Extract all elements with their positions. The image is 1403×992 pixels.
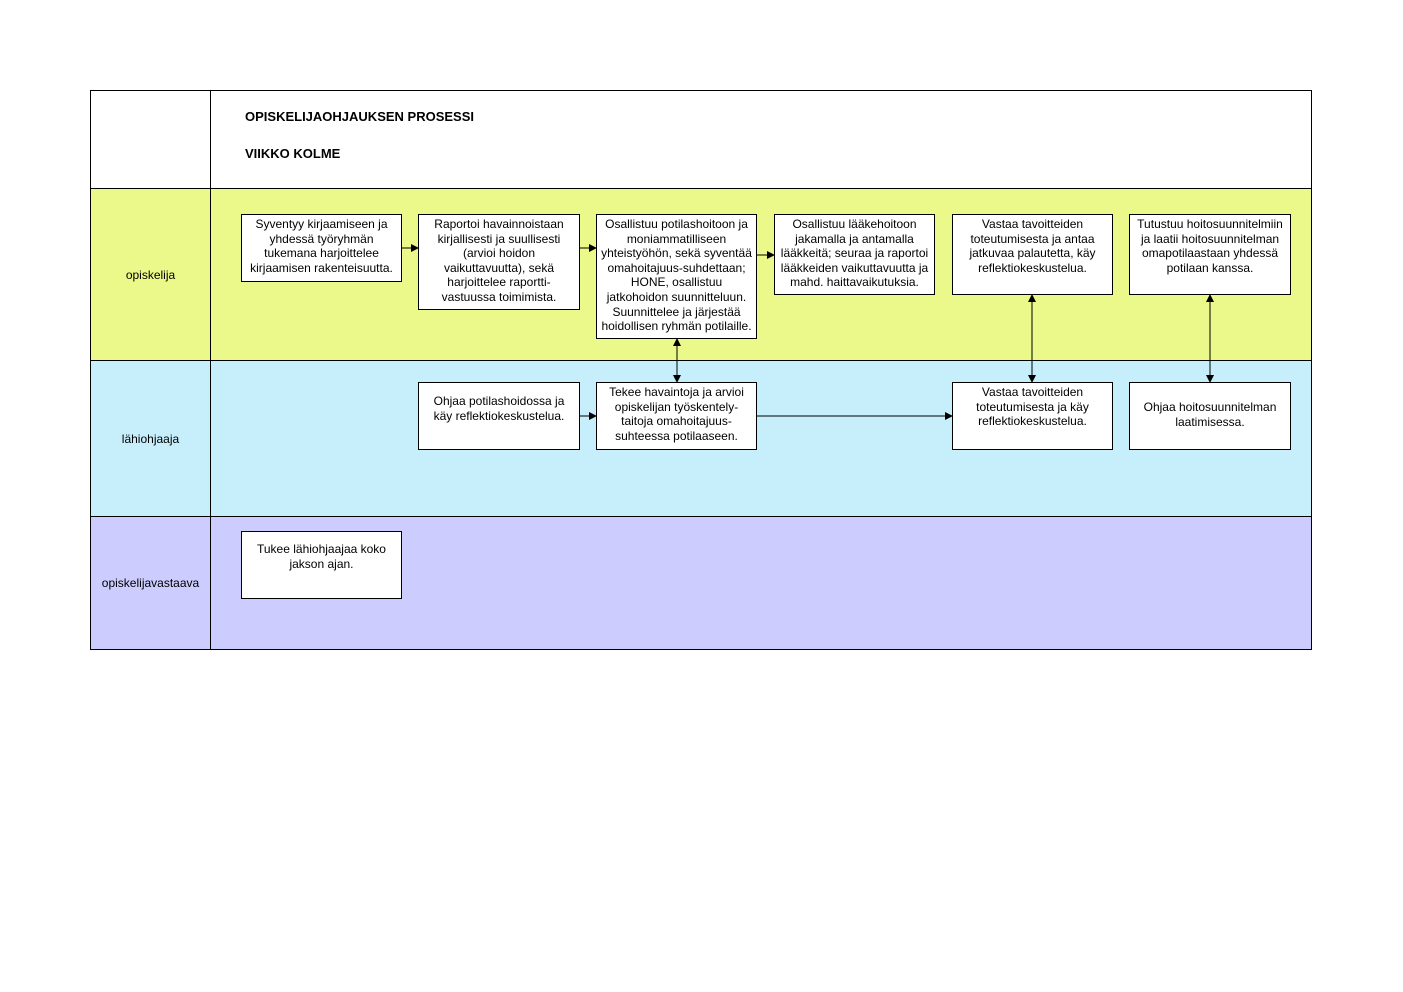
box-opiskelija-6: Tutustuu hoitosuunnitelmiin ja laatii ho… [1129, 214, 1291, 295]
box-lahiohjaaja-1: Ohjaa potilashoidossa ja käy reflektioke… [418, 382, 580, 450]
box-lahiohjaaja-3: Vastaa tavoitteiden toteutumisesta ja kä… [952, 382, 1113, 450]
diagram-title: OPISKELIJAOHJAUKSEN PROSESSI [245, 109, 474, 124]
box-lahiohjaaja-4: Ohjaa hoitosuunnitelman laatimisessa. [1129, 382, 1291, 450]
box-opiskelija-5: Vastaa tavoitteiden toteutumisesta ja an… [952, 214, 1113, 295]
lane-label-opiskelijavastaava: opiskelijavastaava [91, 517, 211, 649]
title-row: OPISKELIJAOHJAUKSEN PROSESSI VIIKKO KOLM… [91, 91, 1311, 189]
lane-label-lahiohjaaja: lähiohjaaja [91, 361, 211, 516]
box-opiskelija-2: Raportoi havainnoistaan kirjallisesti ja… [418, 214, 580, 310]
box-lahiohjaaja-2: Tekee havaintoja ja arvioi opiskelijan t… [596, 382, 757, 450]
box-opiskelija-1: Syventyy kirjaamiseen ja yhdessä työryhm… [241, 214, 402, 282]
box-opiskelija-4: Osallistuu lääkehoitoon jakamalla ja ant… [774, 214, 935, 295]
box-opiskelijavastaava-1: Tukee lähiohjaajaa koko jakson ajan. [241, 531, 402, 599]
box-opiskelija-3: Osallistuu potilashoitoon ja moniammatil… [596, 214, 757, 339]
lane-label-opiskelija: opiskelija [91, 189, 211, 360]
diagram-subtitle: VIIKKO KOLME [245, 146, 341, 161]
connector-arrows [402, 244, 1214, 420]
title-row-label-cell [91, 91, 211, 188]
process-diagram-frame: OPISKELIJAOHJAUKSEN PROSESSI VIIKKO KOLM… [90, 90, 1312, 650]
